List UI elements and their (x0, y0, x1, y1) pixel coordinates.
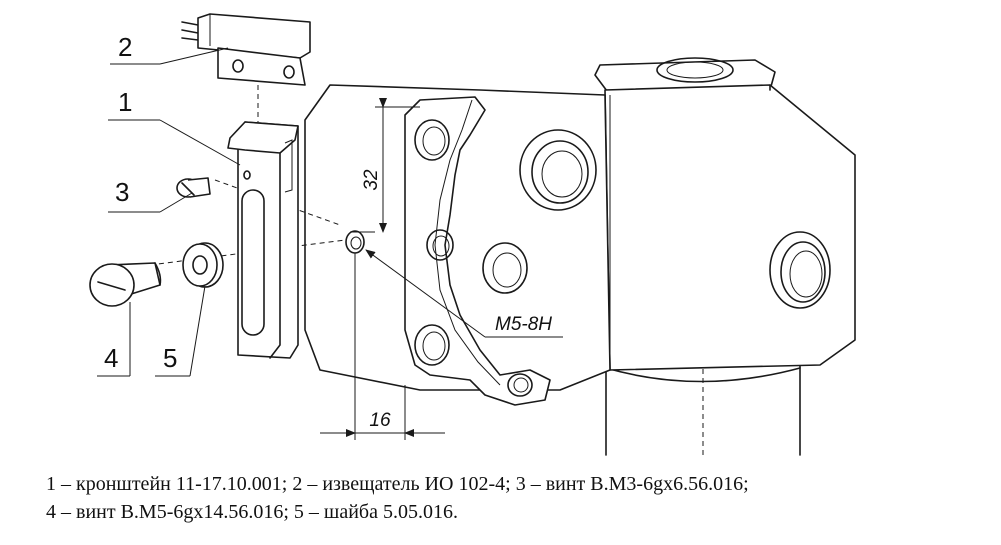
thread-callout: M5-8H (365, 249, 563, 338)
detector-part-2 (181, 13, 311, 86)
bracket-part-1 (227, 121, 299, 359)
callout-1-number: 1 (118, 87, 132, 117)
figure-caption: 1 – кронштейн 11-17.10.001; 2 – извещате… (46, 470, 986, 526)
dimension-32: 32 (350, 98, 420, 233)
callout-4: 4 (97, 302, 131, 377)
caption-line-1: 1 – кронштейн 11-17.10.001; 2 – извещате… (46, 473, 749, 495)
screw-part-4 (89, 262, 162, 307)
screw-part-3 (176, 177, 211, 198)
thread-label: M5-8H (495, 314, 552, 335)
callout-5: 5 (155, 285, 206, 377)
washer-part-5 (182, 242, 224, 288)
dimension-16-label: 16 (369, 410, 391, 431)
callout-5-number: 5 (163, 343, 177, 373)
vertical-shaft (605, 359, 801, 456)
caption-line-2: 4 – винт В.М5-6gх14.56.016; 5 – шайба 5.… (46, 501, 458, 523)
callout-3: 3 (108, 177, 193, 213)
callout-4-number: 4 (104, 343, 118, 373)
callout-2: 2 (110, 32, 229, 65)
dimension-32-label: 32 (361, 169, 382, 191)
callout-3-number: 3 (115, 177, 129, 207)
callout-1: 1 (108, 87, 241, 166)
housing-body (304, 57, 856, 406)
dimension-16: 16 (320, 253, 445, 440)
callout-2-number: 2 (118, 32, 132, 62)
